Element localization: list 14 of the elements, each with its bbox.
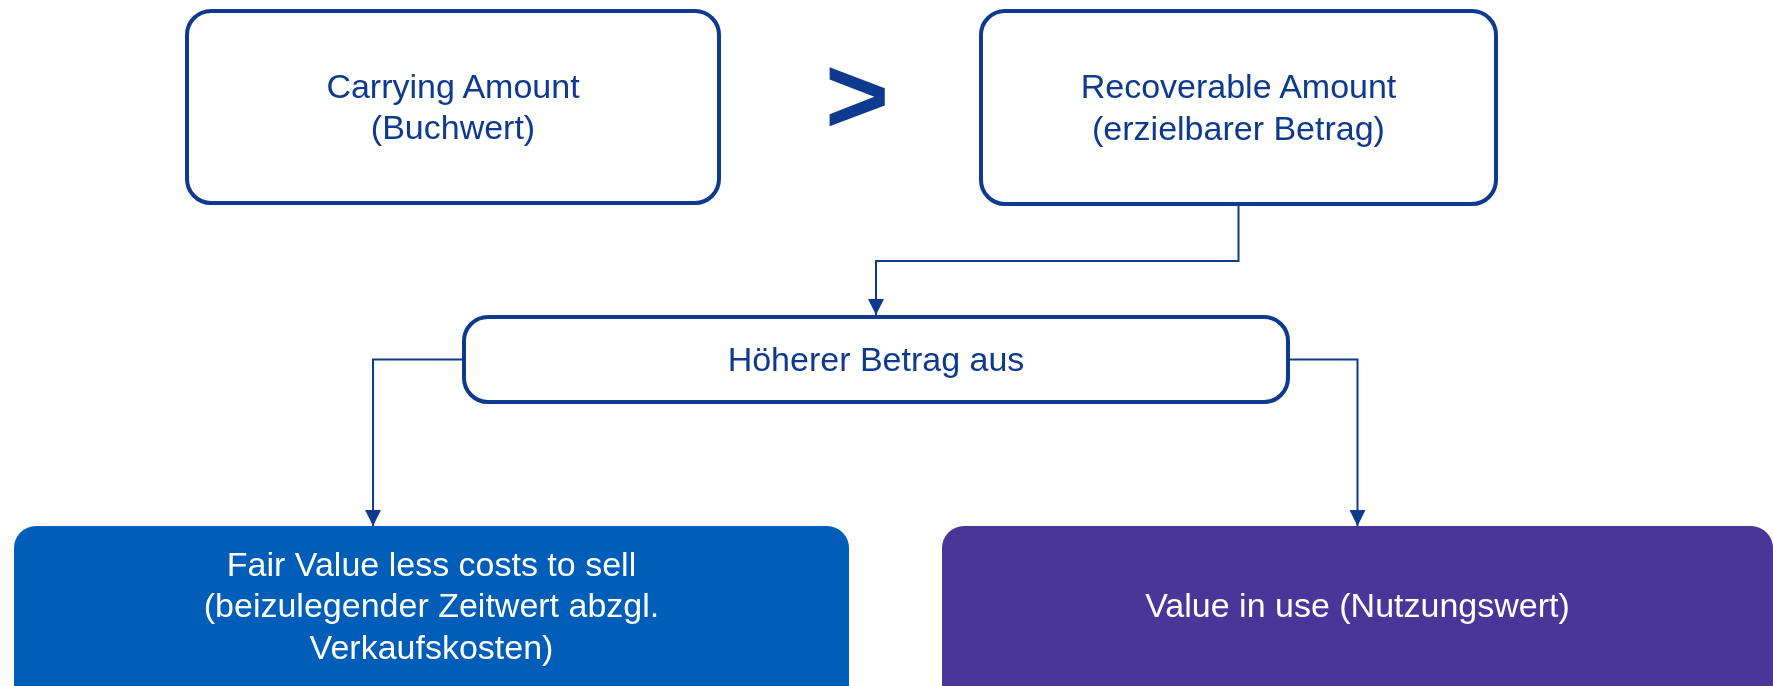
node-text: Höherer Betrag aus [726, 338, 1026, 380]
result-box [14, 526, 849, 686]
node-text: Carrying Amount (Buchwert) [325, 65, 581, 148]
arrow [365, 358, 463, 527]
result-box [942, 526, 1773, 686]
node-text: Recoverable Amount (erzielbarer Betrag) [1079, 66, 1398, 149]
process-box [185, 9, 721, 205]
arrow [1289, 358, 1366, 527]
node-text: Value in use (Nutzungswert) [1144, 585, 1571, 627]
arrow [868, 205, 1240, 316]
process-box [979, 9, 1498, 206]
process-box [462, 315, 1290, 404]
node-text: Fair Value less costs to sell (beizulegender Zeitwert abzgl. Verkaufskosten) [202, 543, 661, 668]
comparison-sign: > [825, 40, 890, 150]
